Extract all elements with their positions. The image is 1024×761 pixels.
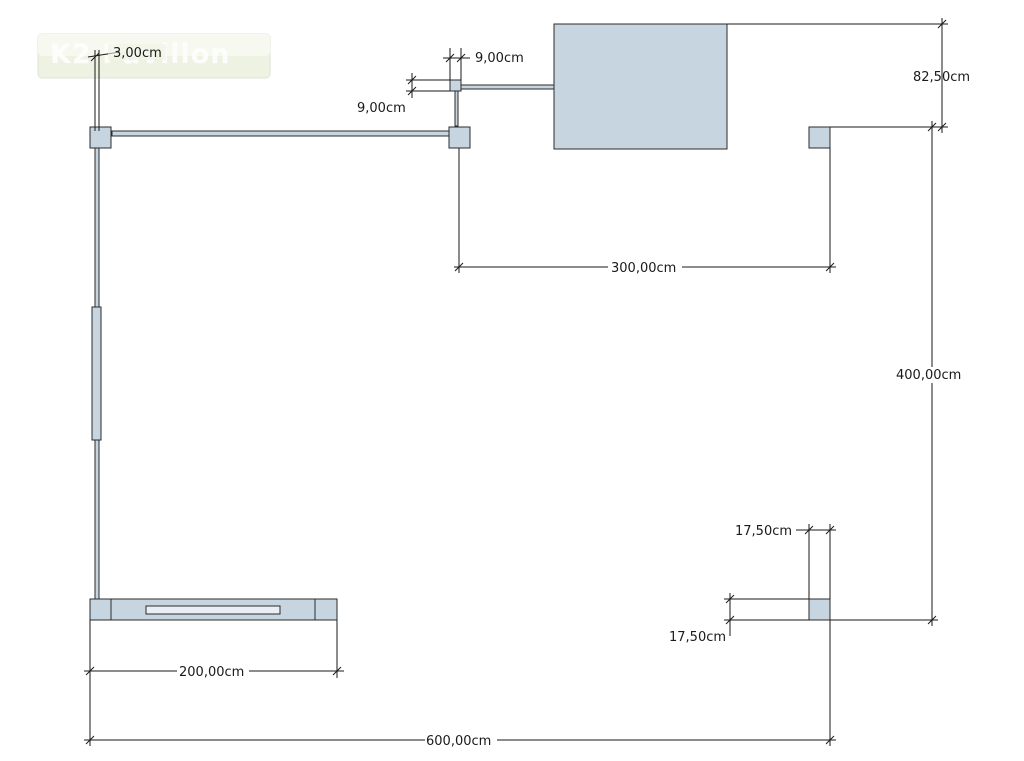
dim-side-depth: 400,00cm (896, 368, 961, 383)
post-top-left (89, 126, 112, 149)
dim-small-post-width: 9,00cm (475, 51, 524, 66)
left-wall-panel (91, 306, 102, 441)
dim-wall-thickness: 3,00cm (113, 46, 162, 61)
post-bottom-left (89, 598, 112, 621)
structure (89, 23, 831, 621)
dim-table-length: 200,00cm (179, 665, 244, 680)
dim-total-width: 600,00cm (426, 734, 491, 749)
post-bottom-right (808, 598, 831, 621)
dim-post-size-v: 17,50cm (735, 524, 792, 539)
bench-end (314, 598, 338, 621)
dim-post-size-h: 17,50cm (669, 630, 726, 645)
display-box (553, 23, 728, 150)
dimension-labels: 3,00cm 9,00cm 9,00cm 82,50cm 300,00cm 40… (108, 44, 970, 749)
dim-counter-offset: 82,50cm (913, 70, 970, 85)
post-top-middle (448, 126, 471, 149)
dim-front-opening: 300,00cm (611, 261, 676, 276)
dim-small-post-height: 9,00cm (357, 101, 406, 116)
small-beam (460, 84, 556, 90)
bench-slot (145, 605, 281, 615)
top-beam (111, 130, 450, 137)
post-small (449, 79, 462, 92)
small-connector (454, 90, 459, 127)
post-top-right (808, 126, 831, 149)
